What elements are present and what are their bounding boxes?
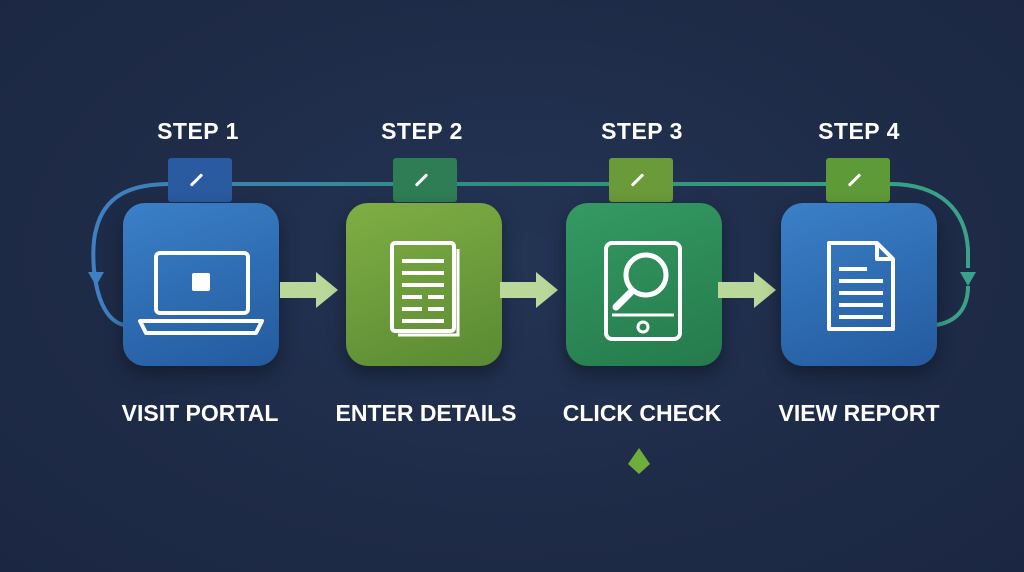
step-3-tab (609, 158, 673, 202)
diamond-marker-icon (628, 448, 650, 474)
left-connector-arrowhead (88, 272, 104, 286)
step-3-caption: CLICK CHECK (562, 400, 722, 426)
step-4-caption: VIEW REPORT (778, 400, 940, 426)
pencil-icon (414, 173, 429, 187)
step-3-card (566, 203, 722, 366)
step-1-card (123, 203, 279, 366)
step-4-tab (826, 158, 890, 202)
laptop-icon (138, 251, 264, 335)
step-2-card (346, 203, 502, 366)
step-1-caption: VISIT PORTAL (121, 400, 279, 426)
step-2-label: STEP 2 (381, 118, 463, 144)
right-connector-arrowhead (960, 272, 976, 286)
document-icon (390, 241, 460, 337)
step-3-label: STEP 3 (601, 118, 683, 144)
magnifier-device-icon (604, 241, 682, 341)
right-connector-tail (935, 285, 970, 327)
arrow-icon (280, 272, 338, 308)
pencil-icon (847, 173, 862, 187)
pencil-icon (189, 173, 204, 187)
pencil-icon (630, 173, 645, 187)
step-1-tab (168, 158, 232, 202)
step-1-label: STEP 1 (157, 118, 239, 144)
report-icon (827, 241, 895, 331)
step-2-tab (393, 158, 457, 202)
step-4-card (781, 203, 937, 366)
step-4-label: STEP 4 (818, 118, 900, 144)
arrow-icon (718, 272, 776, 308)
step-2-caption: ENTER DETAILS (335, 400, 517, 426)
arrow-icon (500, 272, 558, 308)
